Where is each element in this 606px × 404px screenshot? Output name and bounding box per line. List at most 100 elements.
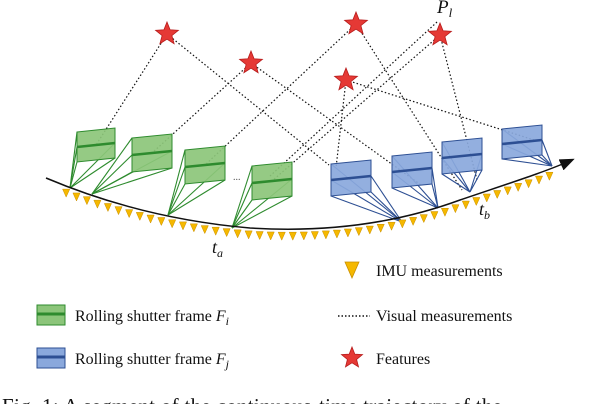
frustum-line bbox=[541, 154, 553, 167]
triangle-down-icon bbox=[472, 197, 481, 207]
triangle-down-icon bbox=[157, 217, 166, 227]
legend-features-label: Features bbox=[376, 351, 430, 368]
triangle-down-icon bbox=[200, 225, 209, 235]
frustum-line bbox=[231, 182, 253, 229]
triangle-down-icon bbox=[321, 230, 330, 240]
triangle-down-icon bbox=[125, 209, 134, 219]
star-icon bbox=[333, 66, 359, 91]
triangle-down-icon bbox=[114, 206, 123, 216]
triangle-down-icon bbox=[288, 231, 297, 241]
green-camera-frame-scanline bbox=[251, 177, 293, 185]
frustum-line bbox=[370, 175, 403, 223]
frustum-line bbox=[370, 191, 403, 223]
triangle-down-icon bbox=[430, 211, 439, 221]
legend-imu-label: IMU measurements bbox=[376, 263, 503, 280]
triangle-down-icon bbox=[535, 175, 543, 185]
frustum-line bbox=[231, 165, 253, 229]
triangle-down-icon bbox=[277, 231, 286, 241]
blue-camera-frame-scanline bbox=[501, 138, 543, 146]
triangle-down-icon bbox=[189, 223, 198, 233]
triangle-down-icon bbox=[62, 188, 71, 198]
visual-measurement-line bbox=[269, 21, 438, 177]
visual-measurement-line bbox=[271, 34, 441, 182]
star-icon bbox=[427, 21, 453, 46]
frustum-line bbox=[91, 137, 133, 195]
star-icon bbox=[154, 20, 180, 45]
figure-caption: Fig. 1: A segment of the continuous-time… bbox=[2, 394, 502, 404]
imu-markers bbox=[62, 171, 554, 241]
blue-camera-frame-scanline bbox=[330, 174, 372, 182]
triangle-down-icon bbox=[211, 226, 220, 236]
star-icon bbox=[340, 345, 364, 368]
triangle-down-icon bbox=[255, 231, 264, 241]
green-camera-frame-scanline bbox=[131, 149, 173, 157]
triangle-down-icon bbox=[354, 227, 363, 237]
frustum-line bbox=[231, 195, 293, 229]
frustum-line bbox=[167, 149, 186, 216]
legend-visual-label: Visual measurements bbox=[376, 308, 512, 325]
frustum-line bbox=[231, 199, 253, 229]
label-p-l: Pl bbox=[436, 0, 453, 20]
triangle-down-icon bbox=[514, 183, 523, 192]
label-t-b: tb bbox=[479, 199, 490, 222]
legend: IMU measurements Visual measurements Fea… bbox=[36, 261, 512, 371]
triangle-down-icon bbox=[409, 217, 418, 226]
triangle-down-icon bbox=[266, 231, 275, 241]
triangle-down-icon bbox=[82, 196, 91, 206]
triangle-down-icon bbox=[344, 261, 360, 279]
legend-frame-j-label: Rolling shutter frame Fj bbox=[75, 351, 230, 371]
triangle-down-icon bbox=[419, 214, 428, 224]
triangle-down-icon bbox=[524, 179, 533, 189]
triangle-down-icon bbox=[332, 229, 341, 239]
frustum-line bbox=[330, 195, 403, 223]
visual-measurement-line bbox=[166, 33, 330, 166]
triangle-down-icon bbox=[387, 221, 396, 231]
star-icon bbox=[238, 49, 264, 74]
triangle-down-icon bbox=[365, 225, 374, 235]
frustum-line bbox=[391, 187, 439, 209]
frustum-line bbox=[167, 166, 186, 216]
triangle-down-icon bbox=[146, 214, 155, 224]
triangle-down-icon bbox=[299, 231, 308, 241]
legend-frame-i-label: Rolling shutter frame Fi bbox=[75, 308, 229, 328]
triangle-down-icon bbox=[376, 224, 385, 233]
frustum-line bbox=[501, 158, 553, 167]
triangle-down-icon bbox=[451, 204, 460, 214]
triangle-down-icon bbox=[493, 190, 502, 200]
label-t-a: ta bbox=[212, 237, 223, 260]
visual-measurement-line bbox=[95, 33, 168, 146]
visual-measurement-line bbox=[335, 79, 347, 169]
frustum-line bbox=[91, 154, 133, 195]
triangle-down-icon bbox=[503, 186, 512, 196]
green-camera-frame-scanline bbox=[184, 161, 226, 169]
triangle-down-icon bbox=[72, 192, 81, 202]
triangle-down-icon bbox=[398, 219, 407, 229]
visual-measurement-line bbox=[439, 34, 478, 181]
triangle-down-icon bbox=[310, 231, 319, 241]
visual-measurement-line bbox=[204, 23, 357, 166]
frustum-line bbox=[69, 146, 78, 189]
feature-stars bbox=[154, 10, 453, 91]
triangle-down-icon bbox=[179, 221, 187, 231]
frustum-line bbox=[431, 183, 439, 209]
triangle-down-icon bbox=[168, 219, 177, 229]
triangle-down-icon bbox=[545, 171, 554, 181]
triangle-down-icon bbox=[440, 207, 449, 217]
triangle-down-icon bbox=[222, 228, 231, 238]
triangle-down-icon bbox=[233, 229, 242, 239]
star-icon bbox=[343, 10, 369, 35]
camera-frames bbox=[76, 124, 543, 201]
frustum-line bbox=[91, 167, 173, 195]
triangle-down-icon bbox=[103, 203, 112, 213]
triangle-down-icon bbox=[244, 230, 253, 240]
triangle-down-icon bbox=[482, 193, 491, 203]
frustum-line bbox=[167, 179, 226, 216]
ellipsis-label: ... bbox=[233, 172, 241, 183]
frustum-line bbox=[167, 183, 186, 216]
triangle-down-icon bbox=[135, 212, 144, 222]
triangle-down-icon bbox=[461, 200, 470, 210]
frustum-line bbox=[441, 173, 471, 193]
frustum-line bbox=[69, 157, 116, 189]
blue-camera-frame-scanline bbox=[391, 166, 433, 174]
